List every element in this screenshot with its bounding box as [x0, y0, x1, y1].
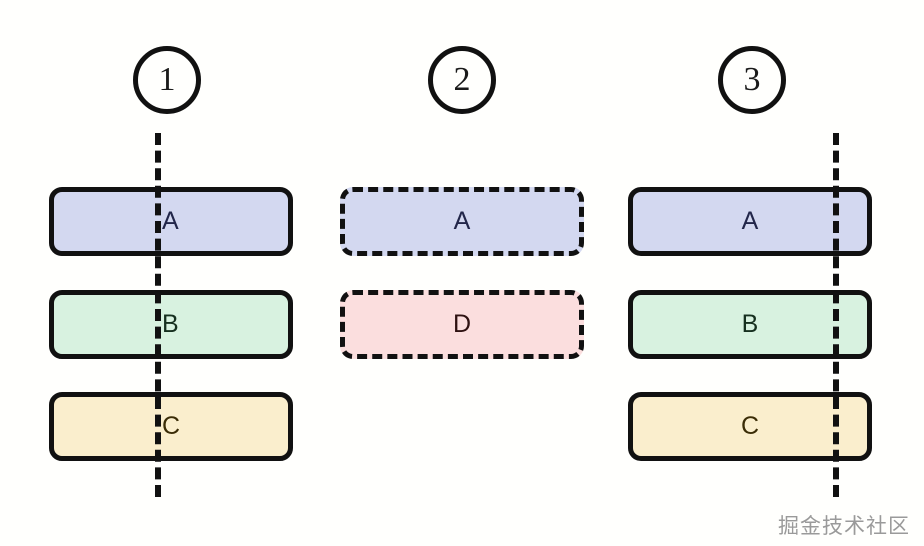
box-1-1[interactable]: A: [49, 187, 293, 256]
scan-line-column-1: [155, 133, 161, 497]
box-3-2[interactable]: B: [628, 290, 872, 359]
box-label: D: [452, 310, 472, 338]
scan-line-column-3: [833, 133, 839, 497]
step-circle-label: 2: [453, 61, 471, 98]
box-label: B: [741, 310, 759, 338]
box-label: C: [740, 412, 760, 440]
step-circle-3: 3: [718, 46, 786, 114]
box-3-3[interactable]: C: [628, 392, 872, 461]
box-label: A: [162, 207, 179, 235]
box-2-1[interactable]: A: [340, 187, 584, 256]
box-label: A: [453, 207, 471, 235]
step-circle-label: 1: [158, 61, 176, 98]
box-label: C: [162, 412, 181, 440]
step-circle-1: 1: [133, 46, 201, 114]
box-1-3[interactable]: C: [49, 392, 293, 461]
box-label: B: [162, 310, 179, 338]
box-1-2[interactable]: B: [49, 290, 293, 359]
box-label: A: [741, 207, 759, 235]
step-circle-2: 2: [428, 46, 496, 114]
step-circle-label: 3: [743, 61, 761, 98]
box-2-2[interactable]: D: [340, 290, 584, 359]
box-3-1[interactable]: A: [628, 187, 872, 256]
watermark-text: 掘金技术社区: [778, 514, 910, 538]
